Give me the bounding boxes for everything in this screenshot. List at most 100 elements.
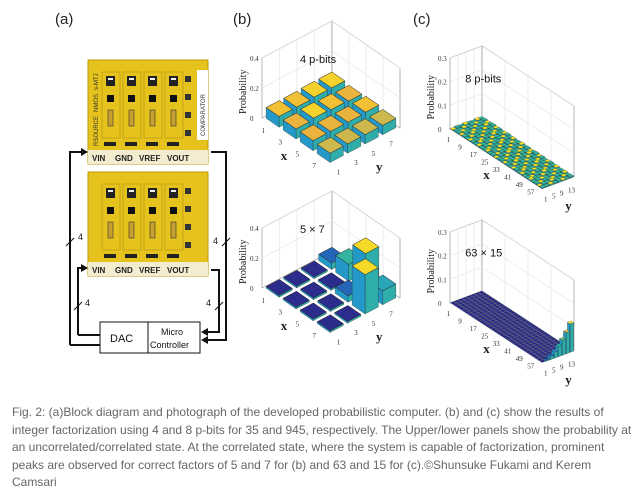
bar-top [529, 324, 537, 328]
bar-top [509, 332, 517, 336]
bar-side [569, 322, 574, 353]
bar-top [520, 330, 528, 335]
z-tick-label: 0 [250, 285, 254, 293]
comparator-pin [185, 94, 191, 100]
z-tick-label: 0.4 [250, 55, 259, 63]
bar-top [482, 297, 490, 302]
mtj-component [127, 188, 136, 198]
y-tick-label: 1 [337, 338, 341, 346]
bar-top [482, 318, 490, 322]
bar-top [455, 305, 463, 309]
gridline [261, 190, 401, 239]
bar-top [497, 315, 505, 320]
bar-top [465, 307, 473, 311]
bar-top [512, 150, 519, 154]
z-tick-label: 0.1 [438, 276, 447, 284]
bar-top [540, 344, 548, 348]
bar-top [515, 315, 523, 319]
z-tick-label: 0 [438, 126, 442, 134]
bar-top [470, 314, 477, 318]
bar-top [506, 321, 514, 325]
bar-top [458, 298, 465, 302]
bar-top [467, 300, 475, 304]
y-axis-label: y [565, 198, 572, 213]
bar-top [508, 326, 515, 331]
bar-top [318, 71, 346, 89]
bar-top [547, 335, 554, 340]
x-tick-label: 41 [504, 347, 512, 355]
x-tick-label: 1 [447, 136, 451, 144]
z-tick-label: 0.2 [250, 255, 259, 263]
bar-top [525, 150, 533, 155]
bar-top [553, 173, 561, 177]
bar-top [529, 336, 537, 340]
x-tick-label: 9 [458, 317, 462, 325]
bar-top [488, 322, 496, 326]
bar-top [496, 144, 504, 148]
z-tick-label: 0.2 [250, 85, 259, 93]
x-axis-label: x [281, 148, 288, 163]
bar-top [552, 339, 560, 343]
bar-top [475, 309, 483, 313]
bar-top [510, 153, 518, 157]
gridline [449, 69, 575, 130]
bar-top [513, 342, 521, 346]
bar-top [476, 130, 484, 135]
dac-to-board1-line [69, 151, 100, 346]
bar-top [512, 158, 520, 162]
pin-label-vref: VREF [139, 266, 160, 275]
bar-top [497, 140, 505, 144]
bar-top [542, 349, 550, 353]
arrowheads [81, 148, 208, 344]
bar-top [478, 320, 486, 324]
bar-top [502, 136, 510, 140]
bar-top [505, 149, 512, 153]
bar-top [481, 321, 489, 326]
connector [104, 254, 116, 258]
mtj-component [106, 188, 115, 198]
bar-top [551, 348, 558, 353]
x-tick-label: 33 [493, 166, 501, 174]
bar-top [487, 313, 495, 317]
z-tick-label: 0.2 [438, 79, 447, 87]
bar-top [486, 296, 494, 300]
pin-label-vout: VOUT [167, 266, 189, 275]
bar-top [554, 169, 562, 173]
resistor-component [128, 221, 135, 239]
bar-top [334, 127, 362, 145]
bar-top [513, 167, 521, 171]
bar-top [482, 134, 489, 139]
bar-top [485, 320, 493, 324]
bar-top [535, 328, 543, 332]
bar-top [498, 324, 506, 328]
bus-width-label: 4 [85, 298, 90, 308]
z-tick-label: 0.4 [250, 225, 259, 233]
bar-top [499, 321, 507, 325]
bar-top [532, 172, 540, 176]
x-axis-label: x [483, 341, 490, 356]
bar-top [531, 329, 539, 334]
bar-top [541, 332, 549, 336]
bar-top [497, 307, 504, 311]
bar-top [481, 126, 489, 130]
bar-top [461, 133, 469, 138]
bar-top [491, 324, 499, 328]
bar-top [515, 335, 523, 340]
x-tick-label: 5 [296, 320, 300, 328]
bar-side [557, 345, 562, 358]
gridline [261, 20, 401, 69]
bar-top [470, 302, 478, 306]
bar-top [527, 168, 534, 172]
bar-top [526, 159, 534, 163]
bar-top [567, 173, 574, 178]
bar-top [352, 237, 380, 254]
bar-top [545, 339, 553, 343]
bar-top [547, 160, 554, 164]
bar-top [547, 353, 554, 357]
bar-top [489, 298, 497, 302]
bar-top [526, 322, 534, 326]
resistor-component [170, 221, 177, 239]
bar-top [502, 311, 510, 315]
bar-top [524, 341, 531, 345]
bus-width-label: 4 [78, 232, 83, 242]
